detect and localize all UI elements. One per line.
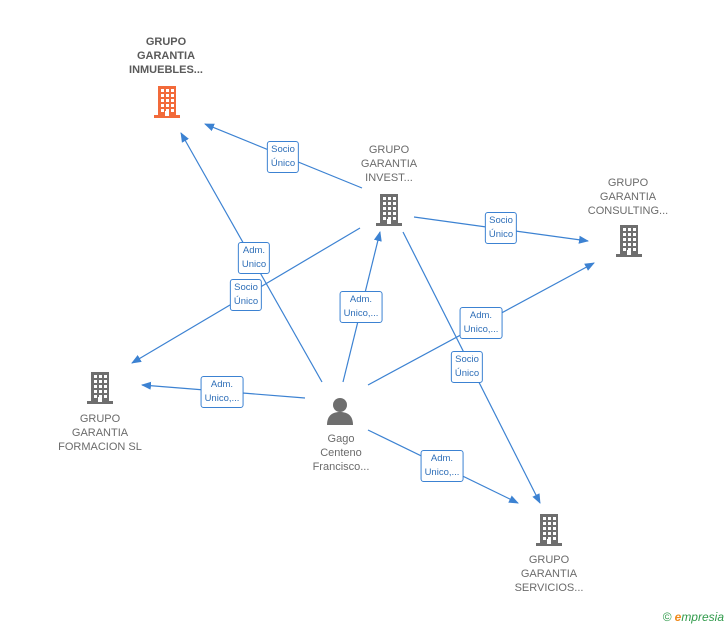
person-icon[interactable] [325, 396, 355, 426]
building-icon-consulting[interactable] [615, 225, 643, 257]
edge-label-adm-servicios[interactable]: Adm.Unico,... [420, 450, 464, 482]
building-icon-invest[interactable] [375, 194, 403, 226]
empresia-logo[interactable]: ©empresia [662, 610, 724, 624]
building-icon-inmuebles[interactable] [153, 86, 181, 118]
edge-label-adm-inmuebles[interactable]: Adm.Unico [237, 242, 271, 274]
edge-label-adm-formacion[interactable]: Adm.Unico,... [200, 376, 244, 408]
building-icon-formacion[interactable] [86, 372, 114, 404]
edge-label-adm-consulting[interactable]: Adm.Unico,... [459, 307, 503, 339]
edge-label-adm-invest[interactable]: Adm.Unico,... [339, 291, 383, 323]
building-icon-servicios[interactable] [535, 514, 563, 546]
